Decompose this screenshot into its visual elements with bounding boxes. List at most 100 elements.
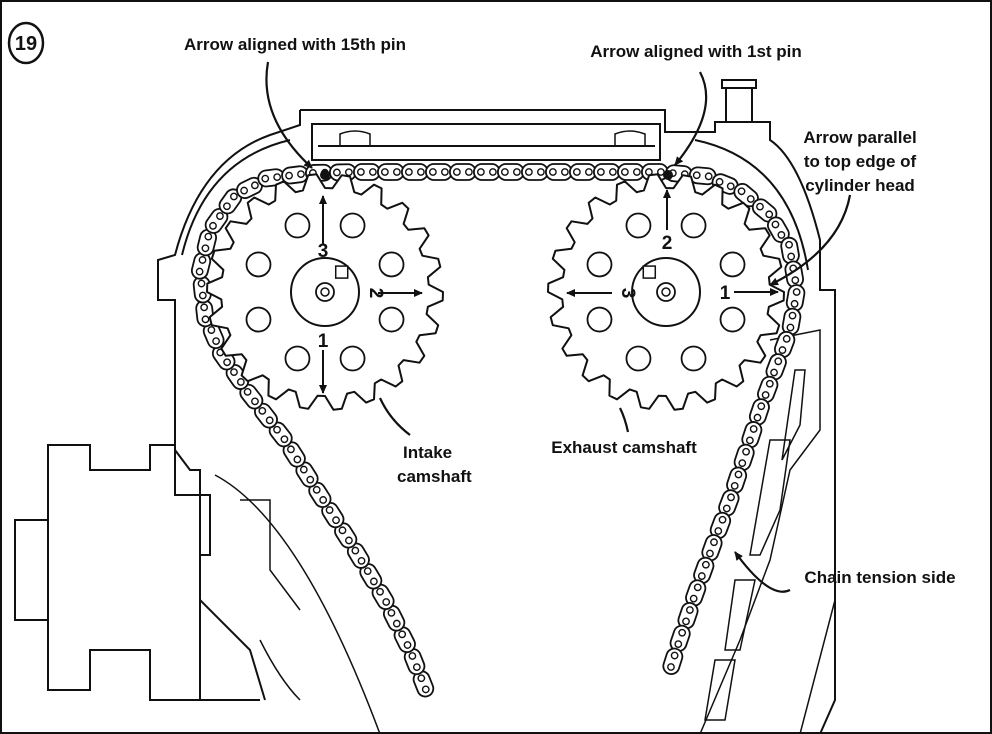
chain-pin <box>368 168 377 176</box>
chain-pin <box>412 663 421 672</box>
chain-pin <box>792 288 801 296</box>
chain-pin <box>392 168 401 176</box>
chain-pin <box>417 674 426 683</box>
chain-pin <box>548 168 557 176</box>
chain-pin <box>464 168 473 176</box>
label-arrow-15th-pin: Arrow aligned with 15th pin <box>184 35 406 54</box>
chain-pin <box>230 192 238 201</box>
chain-pin <box>212 337 220 345</box>
chain-pin <box>749 425 758 433</box>
chain-pin <box>356 168 365 176</box>
chain-pin <box>236 378 245 386</box>
chain-pin <box>240 186 249 195</box>
sprocket-hole <box>625 345 652 372</box>
sprocket-hole <box>586 306 613 333</box>
chain-pin <box>730 481 739 490</box>
camshaft-sprockets <box>206 173 785 411</box>
chain-pin <box>685 606 694 614</box>
chain-pin <box>727 493 735 502</box>
chain-pin <box>230 368 238 377</box>
chain-pin <box>761 391 770 399</box>
chain-pin <box>674 640 683 649</box>
chain-pin <box>285 171 293 180</box>
chain-pin <box>387 608 396 617</box>
chain-pin <box>392 619 401 628</box>
chain-pin <box>790 299 799 308</box>
chain-pin <box>243 387 252 396</box>
sprocket-keyway <box>334 265 349 279</box>
chain-pin <box>500 168 509 176</box>
chain-pin <box>197 279 206 288</box>
chain-pin <box>382 598 391 606</box>
chain-pin <box>572 168 581 176</box>
chain-pin <box>198 256 207 264</box>
chain-pin <box>596 168 605 176</box>
label-arrow-parallel-line1: Arrow parallel <box>803 128 916 147</box>
exhaust-mark-1: 1 <box>720 283 731 304</box>
sprocket-hole <box>339 212 366 239</box>
sprocket-keyway <box>642 265 657 279</box>
chain-pin <box>201 244 210 253</box>
intake-sprocket-marks: 3 2 1 <box>318 195 423 394</box>
sprocket-hole <box>284 212 311 239</box>
chain-pin <box>782 334 791 343</box>
chain-pin <box>722 504 731 513</box>
chain-pin <box>753 413 762 422</box>
chain-pin <box>584 168 593 176</box>
chain-pin <box>250 181 259 190</box>
leader-chain-tension <box>734 551 791 593</box>
sprocket-hole <box>339 345 366 372</box>
chain-pin <box>299 465 308 474</box>
sprocket-hole <box>680 212 707 239</box>
chain-pin <box>488 168 497 176</box>
chain-pin <box>697 572 706 580</box>
leader-intake <box>378 397 411 436</box>
chain-pin <box>216 212 224 220</box>
exhaust-sprocket <box>547 173 785 411</box>
chain-pin <box>745 436 754 445</box>
label-arrow-parallel-line3: cylinder head <box>805 176 915 195</box>
chain-pin <box>710 538 718 547</box>
chain-pin <box>207 326 216 334</box>
label-arrow-parallel-line2: to top edge of <box>804 152 917 171</box>
chain-pin <box>428 168 437 176</box>
chain-pin <box>195 267 204 276</box>
chain-pin <box>201 315 210 324</box>
chain-pin <box>363 567 372 576</box>
chain-pin <box>718 515 727 524</box>
chain-pin <box>737 187 746 196</box>
chain-pin <box>632 168 641 176</box>
chain-pin <box>738 459 747 468</box>
leader-1st-pin <box>674 71 708 166</box>
chain-pin <box>404 168 413 176</box>
chain-pin <box>774 357 783 366</box>
exhaust-mark-3: 3 <box>617 288 638 299</box>
leader-exhaust <box>619 407 630 433</box>
label-intake-line1: Intake <box>403 443 452 462</box>
chain-pin <box>258 406 267 415</box>
chain-pin <box>398 630 407 639</box>
chain-pin <box>701 560 710 569</box>
exhaust-sprocket-marks: 2 3 1 <box>566 189 779 304</box>
sprocket-hole <box>625 212 652 239</box>
intake-mark-3: 3 <box>318 241 329 262</box>
chain-pin <box>788 311 797 320</box>
chain-pin <box>706 549 714 558</box>
chain-pin <box>715 177 724 186</box>
chain-pin <box>332 516 340 525</box>
label-exhaust-camshaft: Exhaust camshaft <box>551 438 697 457</box>
chain-pin <box>765 210 774 219</box>
chain-pin <box>287 445 295 454</box>
chain-link <box>662 647 684 675</box>
chain-pin <box>785 240 793 249</box>
chain-pin <box>265 416 274 425</box>
chain-pin <box>742 447 750 456</box>
chain-pin <box>787 252 796 261</box>
sprocket-hole <box>245 251 272 278</box>
sprocket-hole <box>719 251 746 278</box>
label-chain-tension-side: Chain tension side <box>804 568 955 587</box>
chain-link <box>780 236 800 265</box>
